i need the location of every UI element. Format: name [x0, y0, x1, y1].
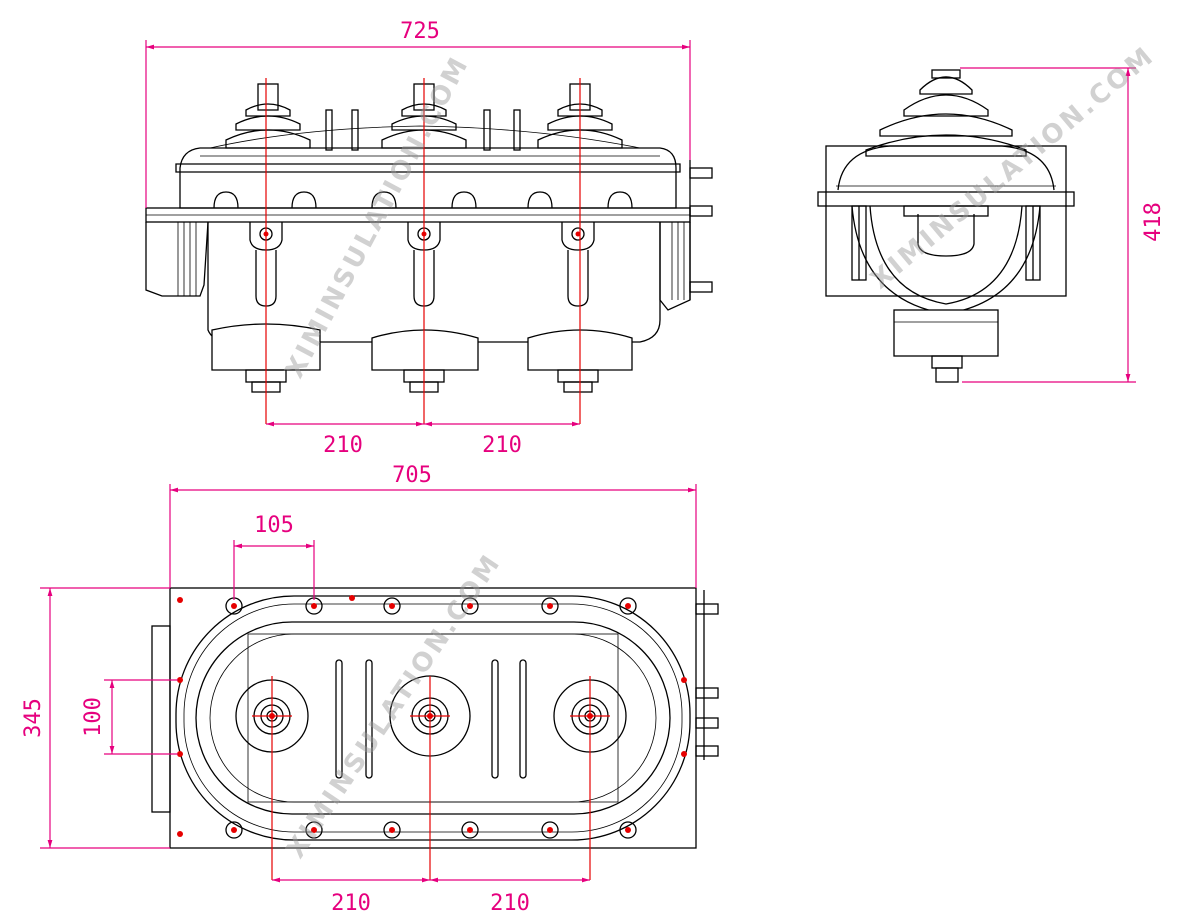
- dim-label-345: 345: [21, 698, 46, 738]
- dim-label-705: 705: [392, 463, 432, 488]
- front-insulator-left: [225, 83, 311, 149]
- dim-front-725: 725: [145, 19, 691, 208]
- dim-top-105: 105: [233, 513, 315, 600]
- dim-side-418: 418: [960, 67, 1166, 383]
- dim-top-pitch: 210 210: [272, 877, 590, 916]
- dim-top-345: 345: [21, 587, 170, 849]
- dim-label-top-210-right: 210: [490, 891, 530, 916]
- top-view: 705 105 345 100 210 210: [21, 463, 719, 916]
- dim-top-100: 100: [81, 679, 178, 755]
- watermark-side: XIMINSULATION.COM: [865, 40, 1161, 295]
- side-view: 418 XIMINSULATION.COM: [817, 40, 1166, 383]
- dim-label-front-210-left: 210: [323, 433, 363, 458]
- dim-label-725: 725: [400, 19, 440, 44]
- dim-top-705: 705: [169, 463, 697, 588]
- dim-label-100: 100: [81, 697, 106, 737]
- dim-label-105: 105: [254, 513, 294, 538]
- dim-label-front-210-right: 210: [482, 433, 522, 458]
- top-bolt-holes: [177, 595, 687, 837]
- dim-front-pitch: 210 210: [266, 421, 580, 458]
- front-view: 725 210 210 XIMINSULATION.COM: [145, 19, 713, 458]
- dim-label-top-210-left: 210: [331, 891, 371, 916]
- dim-label-418: 418: [1141, 202, 1166, 242]
